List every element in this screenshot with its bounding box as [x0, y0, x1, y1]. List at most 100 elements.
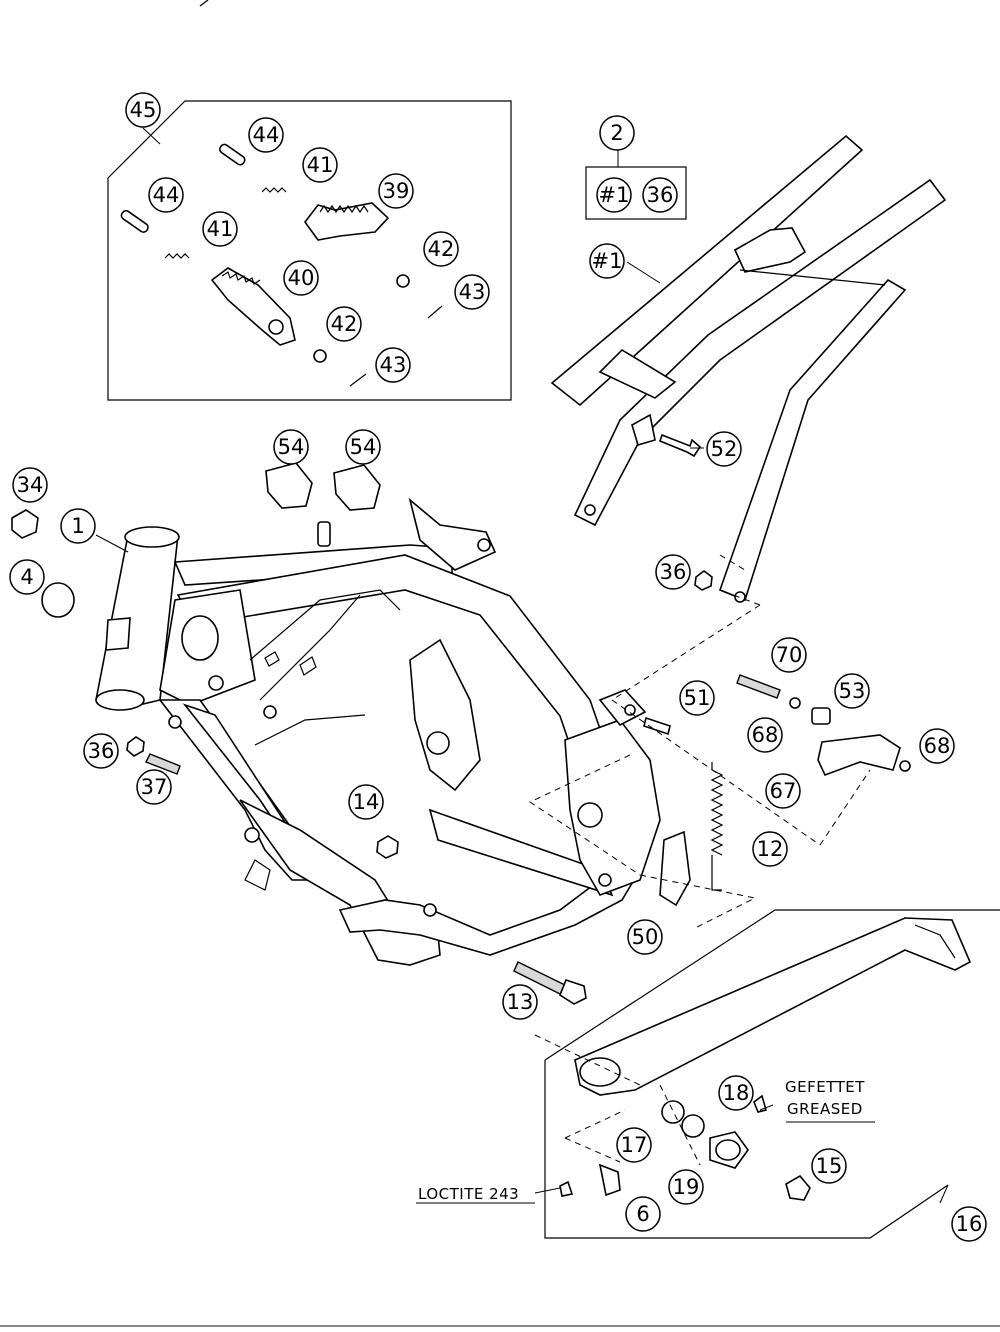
- callout-circle: [326, 306, 362, 342]
- callout-number: 39: [383, 179, 410, 203]
- callout-circle: [378, 173, 414, 209]
- callout-circle: [679, 680, 715, 716]
- callout-number: 52: [711, 437, 738, 461]
- callout-number: 44: [253, 123, 280, 147]
- nut-part: [376, 835, 399, 859]
- callout-number: 44: [153, 183, 180, 207]
- callout-number: 51: [684, 686, 711, 710]
- callout-number: 40: [288, 266, 315, 290]
- callout-p54b: 54: [345, 429, 381, 465]
- callout-circle: [718, 1075, 754, 1111]
- callout-number: 41: [307, 153, 334, 177]
- callout-p40: 40: [283, 260, 319, 296]
- nut-part: [694, 570, 713, 591]
- callout-circle: [834, 673, 870, 709]
- callout-p67: 67: [765, 773, 801, 809]
- callout-p43a: 43: [454, 274, 490, 310]
- callout-number: 13: [507, 990, 534, 1014]
- callout-p36a: 36: [642, 177, 678, 213]
- callout-number: 50: [632, 925, 659, 949]
- callout-circle: [811, 1148, 847, 1184]
- callout-circle: [83, 733, 119, 769]
- washer-part: [899, 760, 911, 772]
- callout-p16: 16: [951, 1206, 987, 1242]
- callout-p53: 53: [834, 673, 870, 709]
- callout-p1: 1: [60, 508, 96, 544]
- callout-p12: 12: [752, 831, 788, 867]
- callout-p4: 4: [9, 559, 45, 595]
- callout-number: 4: [20, 565, 33, 589]
- callout-circle: [12, 467, 48, 503]
- callout-number: 15: [816, 1154, 843, 1178]
- bolt-part: [145, 753, 181, 775]
- reference-dashes: [528, 554, 871, 1166]
- guard-part: [265, 462, 313, 509]
- callout-number: 54: [278, 435, 305, 459]
- callout-number: 17: [621, 1133, 648, 1157]
- washer-part: [789, 697, 801, 709]
- callout-number: 43: [380, 353, 407, 377]
- bolt-part: [643, 716, 671, 736]
- greased-note-de: GEFETTET: [785, 1078, 865, 1096]
- callout-number: 12: [757, 837, 784, 861]
- callout-circle: [706, 431, 742, 467]
- callout-circle: [919, 728, 955, 764]
- callout-circle: [454, 274, 490, 310]
- callout-circle: [655, 554, 691, 590]
- callout-number: 42: [428, 237, 455, 261]
- callout-number: 68: [924, 734, 951, 758]
- callout-p17: 17: [616, 1127, 652, 1163]
- main-frame-part: [95, 497, 661, 966]
- callout-circle: [951, 1206, 987, 1242]
- callout-number: 68: [752, 723, 779, 747]
- callout-p39: 39: [378, 173, 414, 209]
- callout-p36b: 36: [83, 733, 119, 769]
- callout-number: 41: [207, 217, 234, 241]
- guard-part: [333, 464, 381, 511]
- pin-part: [120, 143, 246, 233]
- callout-p34: 34: [12, 467, 48, 503]
- callout-number: 19: [673, 1175, 700, 1199]
- callout-number: 67: [770, 779, 797, 803]
- callout-number: 45: [130, 98, 157, 122]
- footpeg-right-part: [304, 202, 390, 241]
- callout-p6: 6: [625, 1196, 661, 1232]
- footpeg-kit-box: [107, 100, 512, 401]
- callout-p41a: 41: [302, 147, 338, 183]
- callout-p41b: 41: [202, 211, 238, 247]
- loctite-note: LOCTITE 243: [418, 1185, 519, 1203]
- callout-number: 54: [350, 435, 377, 459]
- callout-number: 42: [331, 312, 358, 336]
- bolt-part: [736, 674, 781, 699]
- callout-p68a: 68: [747, 717, 783, 753]
- callout-circle: [589, 243, 625, 279]
- callout-circle: [283, 260, 319, 296]
- callout-p52: 52: [706, 431, 742, 467]
- callout-circle: [248, 117, 284, 153]
- callout-p42a: 42: [423, 231, 459, 267]
- callout-p43b: 43: [375, 347, 411, 383]
- callout-circle: [599, 115, 635, 151]
- spring-part: [164, 187, 287, 259]
- callout-circle: [348, 784, 384, 820]
- callout-p44b: 44: [148, 177, 184, 213]
- callout-number: 70: [776, 643, 803, 667]
- callout-circle: [148, 177, 184, 213]
- callout-circle: [668, 1169, 704, 1205]
- callout-p68b: 68: [919, 728, 955, 764]
- callout-p19: 19: [668, 1169, 704, 1205]
- callout-circle: [345, 429, 381, 465]
- callout-circle: [765, 773, 801, 809]
- washer-part: [313, 349, 327, 363]
- callout-number: #1: [599, 183, 630, 207]
- subframe-part: [550, 134, 947, 603]
- callout-number: 1: [71, 514, 84, 538]
- spring-part: [710, 762, 724, 891]
- cap-part: [41, 582, 75, 618]
- sleeve-part: [811, 707, 831, 725]
- callout-number: 53: [839, 679, 866, 703]
- callout-circle: [642, 177, 678, 213]
- callout-circle: [627, 919, 663, 955]
